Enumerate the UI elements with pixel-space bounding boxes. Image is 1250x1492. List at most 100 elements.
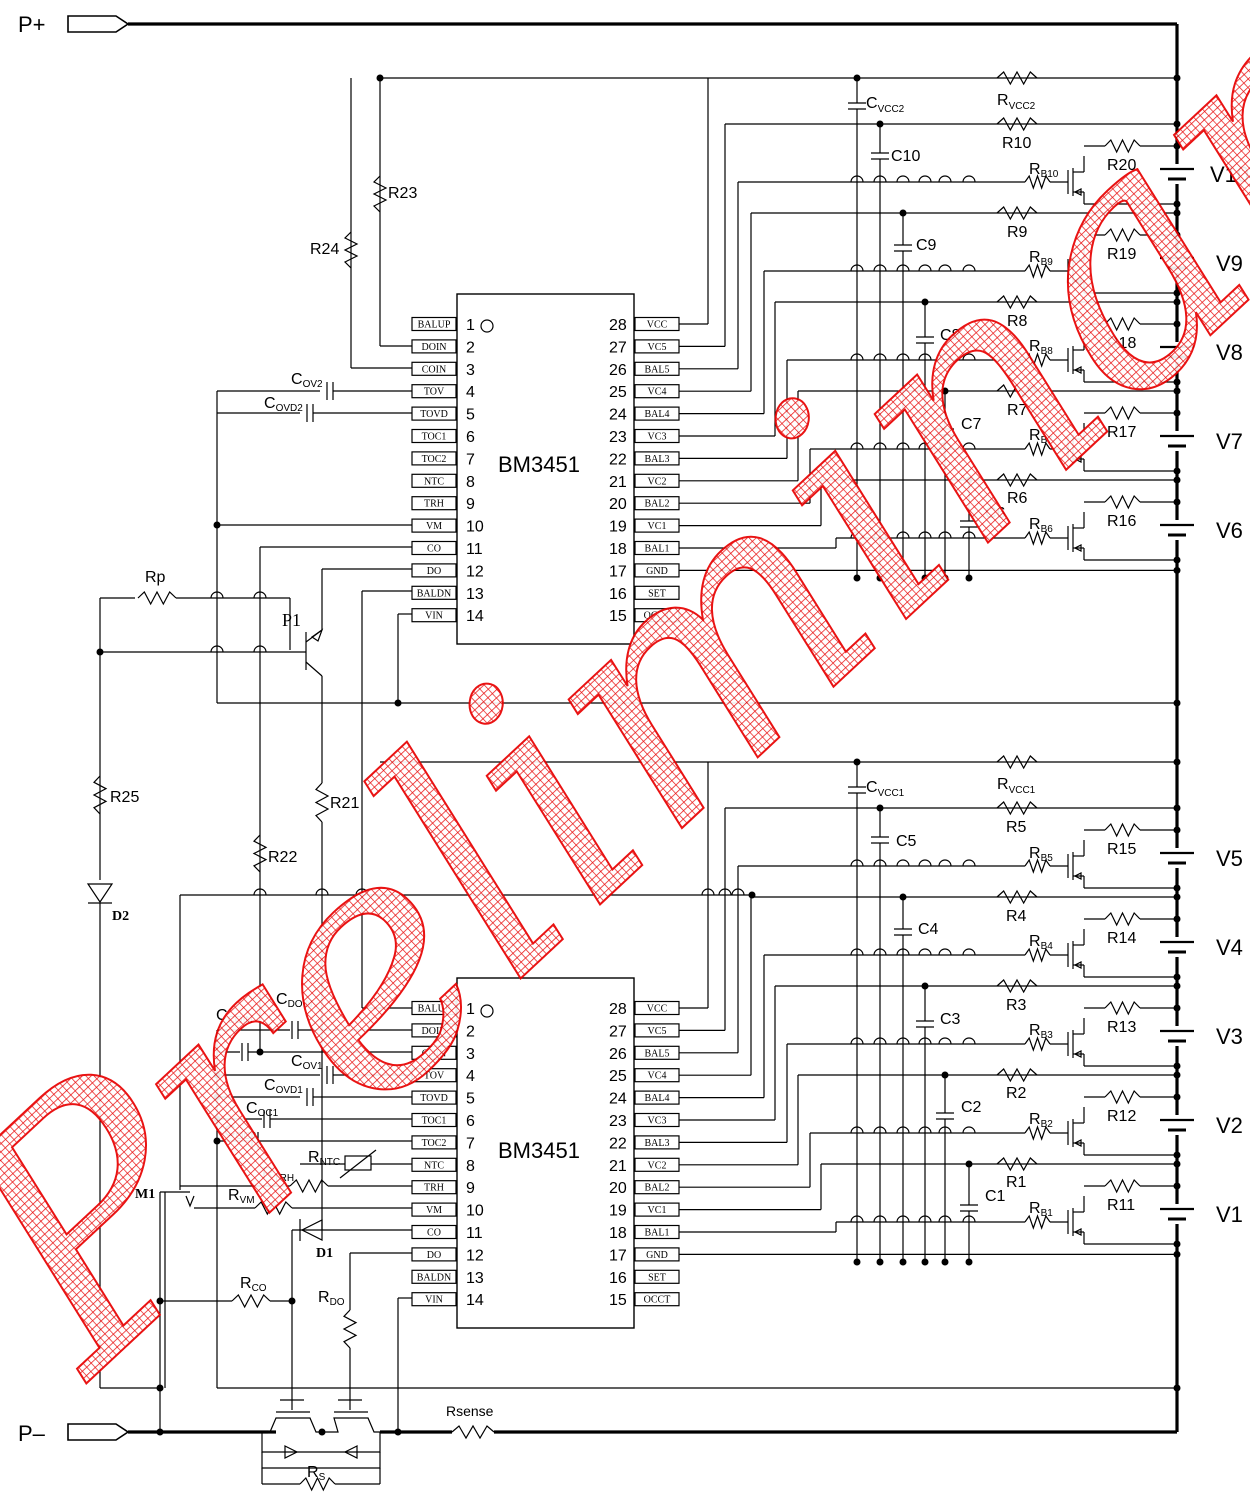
pin-box: [411, 428, 457, 444]
crossover: [962, 353, 976, 361]
pin-name-vc4: VC4: [648, 1071, 667, 1082]
rsense-label: Rsense: [446, 1403, 494, 1419]
junction-dot: [1173, 556, 1181, 564]
junction-dot: [394, 1428, 402, 1436]
crossover: [731, 888, 745, 896]
svg-text:COVD2: COVD2: [264, 395, 303, 414]
pin-name-vin: VIN: [425, 611, 443, 622]
pin-box: [634, 1023, 680, 1038]
junction-dot: [96, 648, 104, 656]
resistor-rb: [1024, 263, 1051, 279]
junction-dot: [1173, 973, 1181, 981]
pin-box: [411, 406, 457, 421]
pin-box: [411, 1180, 457, 1195]
pin-name-gnd: GND: [646, 566, 668, 577]
c5-label: C5: [896, 833, 917, 850]
resistor-sense: [996, 383, 1038, 399]
pin-number: 13: [466, 1270, 484, 1287]
svg-text:RB5: RB5: [1029, 845, 1053, 864]
junction-dot: [1173, 758, 1181, 766]
svg-text:COV2: COV2: [291, 371, 323, 390]
pin-number: 27: [609, 1023, 627, 1040]
junction-dot: [1173, 1062, 1181, 1070]
resistor-r-top: [1104, 405, 1141, 421]
pin-name-vc3: VC3: [648, 1116, 667, 1127]
resistor-r-top: [1104, 1178, 1141, 1194]
r9-label: R9: [1007, 224, 1028, 241]
junction-dot: [748, 891, 756, 899]
crossover: [896, 442, 910, 450]
cell-label-v1: V1: [1216, 1202, 1243, 1227]
crossover: [896, 1215, 910, 1223]
cell-label-v10: V10: [1210, 162, 1249, 187]
junction-dot: [1173, 1160, 1181, 1168]
pin-number: 17: [609, 563, 627, 580]
cell-gap: [1170, 1115, 1184, 1135]
pin-name-ntc: NTC: [424, 1160, 444, 1171]
c6-label: C6: [985, 505, 1006, 522]
crossover: [918, 175, 932, 183]
crossover: [718, 888, 732, 896]
pin-number: 26: [609, 1046, 627, 1063]
junction-dot: [941, 574, 949, 582]
rsense: [451, 1424, 495, 1440]
pin-number: 23: [609, 1113, 627, 1130]
pin-box: [411, 518, 457, 533]
r18-label: R18: [1107, 335, 1136, 352]
pin-box: [634, 608, 680, 623]
svg-text:RB2: RB2: [1029, 1111, 1053, 1130]
resistor-rb: [1024, 352, 1051, 368]
pin-number: 16: [609, 586, 627, 603]
crossover: [918, 948, 932, 956]
svg-text:RS: RS: [307, 1464, 326, 1483]
balance-mosfet: [1073, 1139, 1082, 1147]
crossover: [873, 1126, 887, 1134]
pin-name-vc1: VC1: [648, 1205, 667, 1216]
pin-box: [634, 1045, 680, 1060]
pin-number: 26: [609, 362, 627, 379]
pin-number: 3: [466, 1046, 475, 1063]
crossover: [938, 1215, 952, 1223]
cell-label-v4: V4: [1216, 935, 1243, 960]
pin-name-vcc: VCC: [647, 320, 668, 331]
pin-number: 25: [609, 1068, 627, 1085]
r3-label: R3: [1006, 997, 1027, 1014]
r15-label: R15: [1107, 841, 1136, 858]
pin-box: [411, 1135, 457, 1150]
pin-box: [634, 1157, 680, 1172]
pin-number: 9: [466, 1180, 475, 1197]
pin-name-vin: VIN: [425, 1295, 443, 1306]
pin-box: [411, 1292, 457, 1307]
pin-name-bal3: BAL3: [645, 454, 670, 465]
junction-dot: [899, 574, 907, 582]
cdoin-label: DOIN: [288, 999, 313, 1010]
d1-label: D1: [316, 1246, 333, 1261]
c7-label: C7: [961, 416, 982, 433]
covd2-label: OVD2: [276, 403, 304, 414]
pin-name-co: CO: [427, 544, 441, 555]
rb5-label: B5: [1041, 853, 1054, 864]
pin-name-tovd: TOVD: [420, 1093, 448, 1104]
pin-number: 19: [609, 1203, 627, 1220]
r14-label: R14: [1107, 930, 1136, 947]
pin-name-doin: DOIN: [422, 342, 447, 353]
junction-dot: [1173, 1240, 1181, 1248]
pin-name-tovd: TOVD: [420, 409, 448, 420]
junction-dot: [1173, 884, 1181, 892]
pin-number: 19: [609, 519, 627, 536]
junction-dot: [1173, 298, 1181, 306]
crossover: [210, 591, 224, 599]
pin-number: 8: [466, 474, 475, 491]
crossover: [918, 1126, 932, 1134]
pin-number: 28: [609, 1001, 627, 1018]
diode-d2: [86, 883, 114, 904]
junction-dot: [1173, 1384, 1181, 1392]
crossover: [873, 948, 887, 956]
junction-dot: [965, 1258, 973, 1266]
crossover: [938, 859, 952, 867]
pin-name-vc5: VC5: [648, 1026, 667, 1037]
pin-box: [634, 518, 680, 533]
resistor-rb: [1024, 858, 1051, 874]
pin-number: 6: [466, 1113, 475, 1130]
